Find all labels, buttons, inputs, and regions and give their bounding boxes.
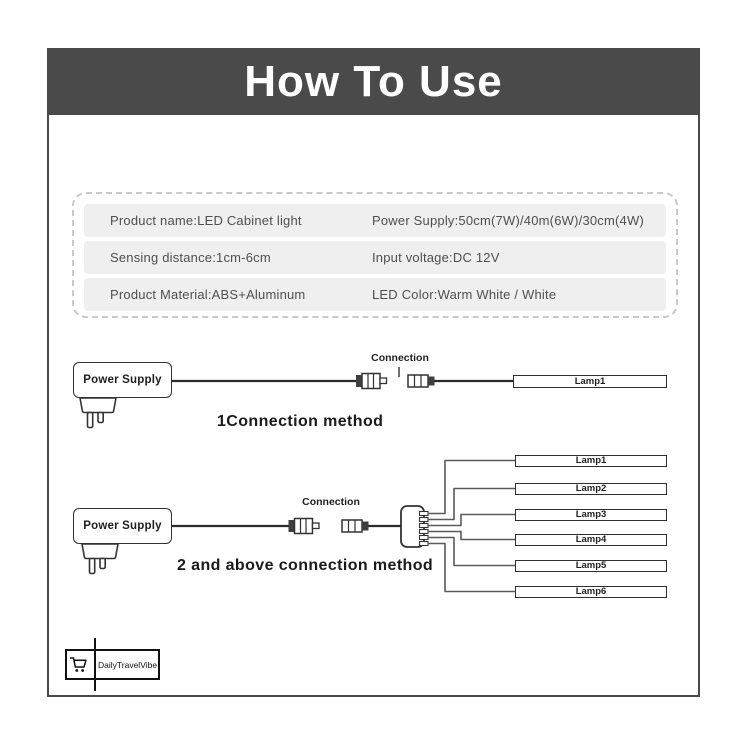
diagram1-male-dc-connector-icon xyxy=(356,372,388,390)
diagram2-connection-label: Connection xyxy=(302,496,360,508)
splitter-fan-wires xyxy=(428,459,515,593)
diagram2-lamp6-label: Lamp6 xyxy=(575,586,607,598)
diagram1-caption: 1Connection method xyxy=(217,413,384,430)
diagram2-lamp2-bar: Lamp2 xyxy=(515,483,667,495)
spec-product-material: Product Material:ABS+Aluminum xyxy=(110,287,306,302)
spec-power-supply: Power Supply:50cm(7W)/40m(6W)/30cm(4W) xyxy=(372,213,644,228)
spec-row-sensing: Sensing distance:1cm-6cm Input voltage:D… xyxy=(84,241,666,274)
diagram1-connection-label: Connection xyxy=(371,352,429,364)
shopping-cart-icon xyxy=(68,654,90,675)
diagram1-lamp1-label: Lamp1 xyxy=(574,375,606,387)
diagram2-lamp5-bar: Lamp5 xyxy=(515,560,667,572)
brand-name: DailyTravelVibe xyxy=(98,659,158,670)
diagram2-lamp4-bar: Lamp4 xyxy=(515,534,667,546)
diagram1-power-plug-icon xyxy=(79,397,117,429)
diagram2-power-supply-label: Power Supply xyxy=(83,520,162,532)
spec-product-name: Product name:LED Cabinet light xyxy=(110,213,302,228)
diagram2-power-plug-icon xyxy=(81,543,119,575)
page-title-text: How To Use xyxy=(244,56,503,106)
diagram2-male-dc-connector-icon xyxy=(288,517,320,535)
spec-row-material: Product Material:ABS+Aluminum LED Color:… xyxy=(84,278,666,311)
logo-divider-line xyxy=(94,638,96,691)
diagram2-lamp5-label: Lamp5 xyxy=(575,560,607,572)
spec-sensing-distance: Sensing distance:1cm-6cm xyxy=(110,250,271,265)
diagram2-lamp6-bar: Lamp6 xyxy=(515,586,667,598)
spec-table: Product name:LED Cabinet light Power Sup… xyxy=(72,192,678,318)
page-title: How To Use xyxy=(47,48,700,115)
diagram2-lamp3-bar: Lamp3 xyxy=(515,509,667,521)
brand-logo xyxy=(65,649,160,680)
diagram2-lamp2-label: Lamp2 xyxy=(575,483,607,495)
spec-row-product-name: Product name:LED Cabinet light Power Sup… xyxy=(84,204,666,237)
spec-led-color: LED Color:Warm White / White xyxy=(372,287,557,302)
diagram1-power-supply: Power Supply xyxy=(73,362,172,398)
diagram2-female-dc-connector-icon xyxy=(341,519,369,533)
diagram2-caption: 2 and above connection method xyxy=(177,557,434,574)
splitter-block-icon xyxy=(400,505,429,548)
diagram2-power-supply: Power Supply xyxy=(73,508,172,544)
diagram1-female-dc-connector-icon xyxy=(407,374,435,388)
diagram1-power-supply-label: Power Supply xyxy=(83,374,162,386)
diagram2-lamp1-bar: Lamp1 xyxy=(515,455,667,467)
diagram2-lamp3-label: Lamp3 xyxy=(575,509,607,521)
diagram1-lamp1-bar: Lamp1 xyxy=(513,375,667,388)
diagram2-lamp4-label: Lamp4 xyxy=(575,534,607,546)
diagram2-lamp1-label: Lamp1 xyxy=(575,455,607,467)
spec-input-voltage: Input voltage:DC 12V xyxy=(372,250,500,265)
